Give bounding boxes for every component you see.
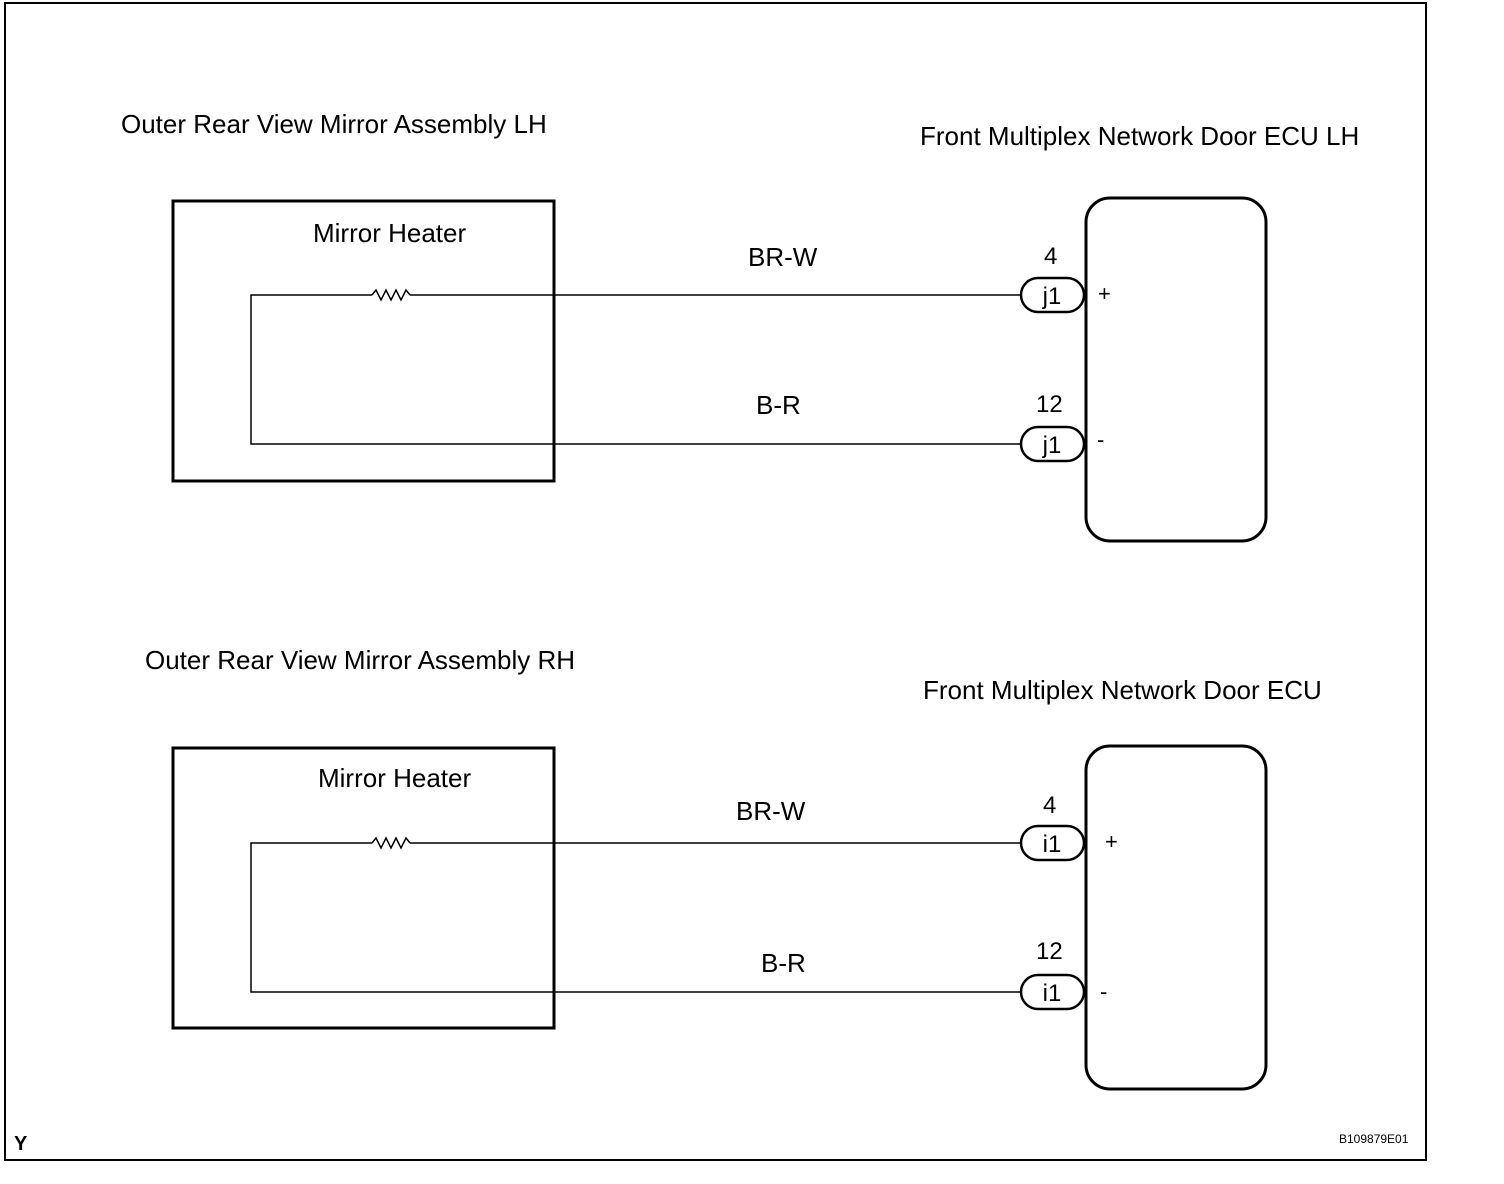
diagram-frame <box>4 2 1427 1161</box>
connector-lh-plus-label: j1 <box>1042 283 1062 310</box>
mirror-heater-lh-label: Mirror Heater <box>313 218 466 248</box>
pin-number-rh-plus: 4 <box>1043 792 1056 819</box>
mirror-heater-rh-label: Mirror Heater <box>318 763 471 793</box>
pin-number-lh-minus: 12 <box>1036 391 1063 418</box>
mirror-assembly-lh-box <box>171 199 556 483</box>
heater-rh-loop-wire <box>250 842 1022 993</box>
resistor-lh-icon <box>371 288 411 302</box>
pin-number-rh-minus: 12 <box>1036 938 1063 965</box>
figure-id: B109879E01 <box>1339 1132 1409 1146</box>
polarity-rh-plus: + <box>1105 829 1118 854</box>
resistor-rh-icon <box>371 836 411 850</box>
polarity-rh-minus: - <box>1100 979 1107 1004</box>
connector-lh-plus-shape <box>1019 276 1086 314</box>
mirror-assembly-lh-title: Outer Rear View Mirror Assembly LH <box>121 109 547 139</box>
ecu-rh-box <box>1084 744 1268 1091</box>
mirror-assembly-rh-title: Outer Rear View Mirror Assembly RH <box>145 645 575 675</box>
connector-rh-plus-shape <box>1019 824 1086 862</box>
wire-color-br-rh: B-R <box>761 948 806 978</box>
wire-color-br-lh: B-R <box>756 390 801 420</box>
mirror-assembly-rh-box <box>171 746 556 1030</box>
circuit-lh: Outer Rear View Mirror Assembly LH Front… <box>121 109 1359 543</box>
connector-rh-minus-label: i1 <box>1043 980 1062 1007</box>
connector-lh-minus-shape <box>1019 425 1086 463</box>
wire-color-brw-lh: BR-W <box>748 242 818 272</box>
wire-color-brw-rh: BR-W <box>736 796 806 826</box>
circuit-rh: Outer Rear View Mirror Assembly RH Front… <box>145 645 1322 1091</box>
ecu-lh-title: Front Multiplex Network Door ECU LH <box>920 121 1359 151</box>
heater-lh-loop-wire <box>250 294 1022 445</box>
connector-rh-plus-label: i1 <box>1043 831 1062 858</box>
region-code: Y <box>14 1133 28 1155</box>
connector-rh-minus-shape <box>1019 973 1086 1011</box>
pin-number-lh-plus: 4 <box>1044 243 1057 270</box>
polarity-lh-minus: - <box>1097 427 1104 452</box>
polarity-lh-plus: + <box>1098 281 1111 306</box>
connector-lh-minus-label: j1 <box>1042 432 1062 459</box>
ecu-rh-title: Front Multiplex Network Door ECU <box>923 675 1322 705</box>
ecu-lh-box <box>1084 196 1268 543</box>
